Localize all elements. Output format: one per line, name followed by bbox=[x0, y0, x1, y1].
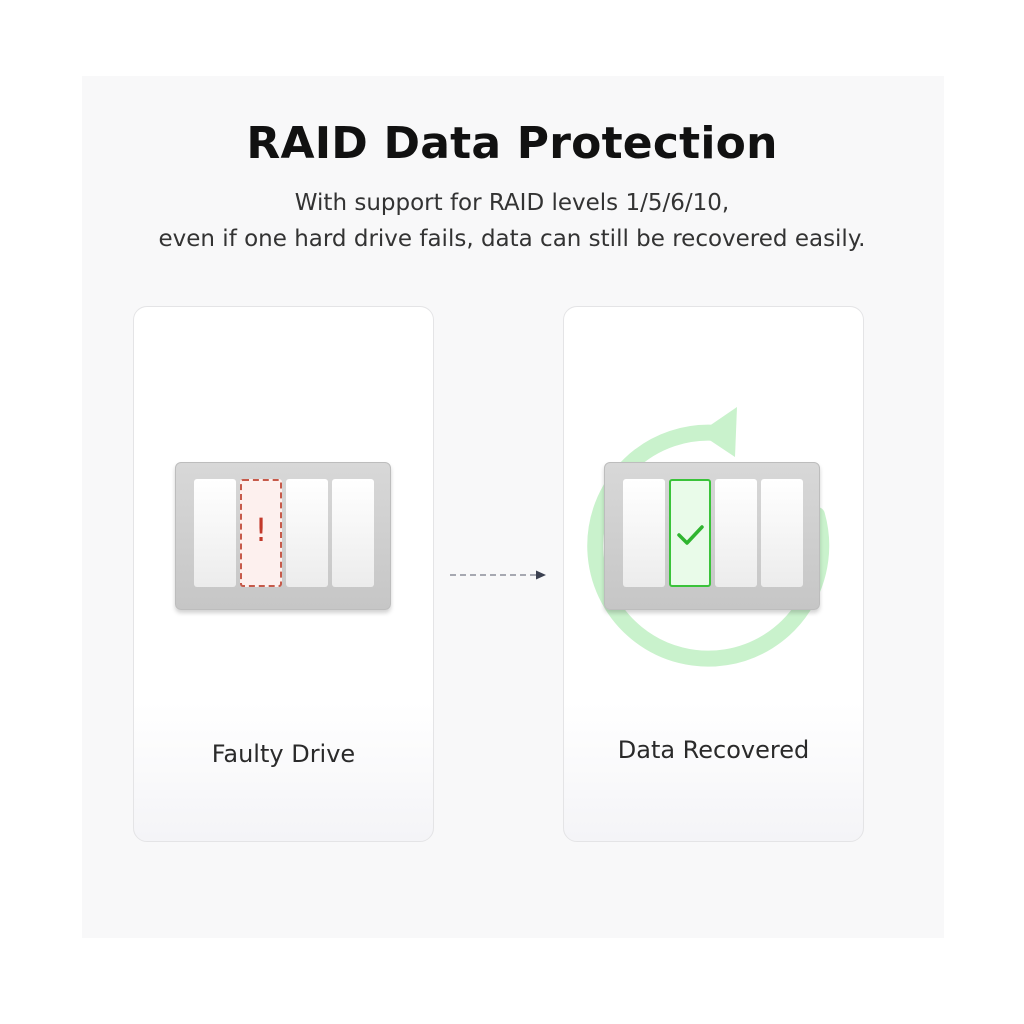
data-recovered-label: Data Recovered bbox=[617, 736, 810, 764]
drive-bay-3 bbox=[715, 479, 757, 587]
drive-bay-4 bbox=[332, 479, 374, 587]
page-title: RAID Data Protection bbox=[246, 118, 778, 169]
subtitle-line-1: With support for RAID levels 1/5/6/10, bbox=[294, 190, 730, 216]
nas-enclosure-recovered bbox=[604, 462, 820, 610]
faulty-drive-label: Faulty Drive bbox=[211, 740, 356, 768]
drive-bay-2-recovered bbox=[669, 479, 711, 587]
drive-bay-1 bbox=[623, 479, 665, 587]
nas-enclosure: ! bbox=[175, 462, 391, 610]
dashed-arrow-right-icon bbox=[450, 570, 546, 580]
exclamation-icon: ! bbox=[254, 511, 268, 549]
checkmark-icon bbox=[677, 525, 704, 545]
faulty-drive-card: ! Faulty Drive bbox=[133, 306, 434, 842]
drive-bay-4 bbox=[761, 479, 803, 587]
drive-bay-1 bbox=[194, 479, 236, 587]
drive-bay-3 bbox=[286, 479, 328, 587]
subtitle-line-2: even if one hard drive fails, data can s… bbox=[158, 226, 866, 252]
drive-bay-2-faulty: ! bbox=[240, 479, 282, 587]
